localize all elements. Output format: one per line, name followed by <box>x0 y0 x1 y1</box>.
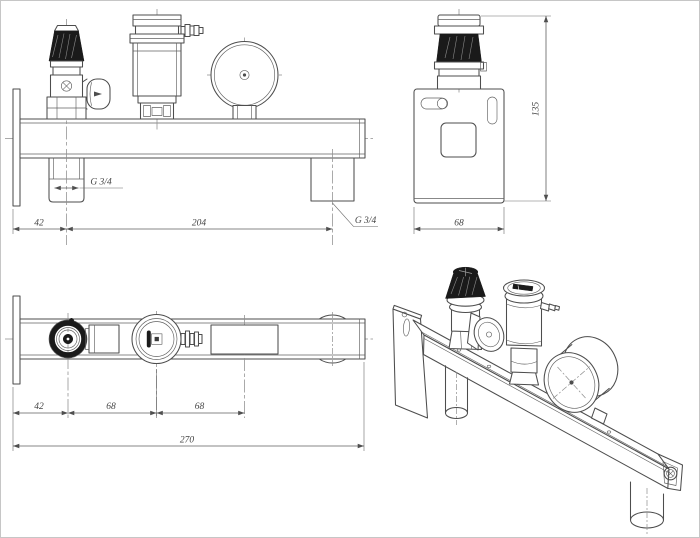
iso-air-vent <box>502 279 561 386</box>
iso-vent-nipple <box>539 301 561 312</box>
vent-logo <box>151 333 163 345</box>
iso-pressure-gauge <box>543 336 619 425</box>
gauge-stem <box>232 104 257 120</box>
vent-check-valve <box>137 95 177 120</box>
iso-wall-plate <box>392 304 429 419</box>
iso-bar-end-fitting <box>657 453 684 492</box>
vent-nipple-top <box>180 330 203 348</box>
manifold-bar <box>19 118 366 159</box>
valve-screw <box>60 80 73 92</box>
dim-offset-top-label: 42 <box>34 402 44 412</box>
side-dimensions: 68 135 <box>413 15 551 234</box>
vent-cap <box>132 14 182 27</box>
vent-nipple <box>180 23 204 38</box>
iso-outlet-pipe <box>629 481 665 534</box>
top-view: 42 68 68 270 <box>5 295 373 451</box>
valve-profile-side <box>433 9 487 95</box>
air-vent-front <box>129 9 204 131</box>
mounting-plate <box>12 88 21 207</box>
outlet-pipe-top <box>318 312 347 366</box>
dim-length-label: 204 <box>192 219 207 229</box>
dim-offset-label: 42 <box>34 219 44 229</box>
iso-valve-outlet <box>473 317 505 352</box>
outlet-pipe: G 3/4 <box>310 149 378 245</box>
valve-side-outlet <box>81 78 111 110</box>
air-vent-top <box>131 311 203 418</box>
valve-cap-knurl <box>52 33 77 60</box>
valve-nut <box>46 96 87 120</box>
dim-spacing-b-label: 68 <box>195 402 205 412</box>
iso-inlet-pipe <box>444 365 469 425</box>
dim-spacing-a-label: 68 <box>106 402 116 412</box>
pressure-gauge-top <box>210 315 279 418</box>
valve-outlet-top <box>85 324 120 354</box>
side-view: 68 135 <box>413 9 551 234</box>
outlet-thread-label: G 3/4 <box>355 216 377 226</box>
valve-knurled-cap-side <box>436 33 482 63</box>
safety-valve-top <box>48 313 120 418</box>
valve-cap-top <box>53 24 80 32</box>
oval-slot <box>487 96 498 125</box>
pressure-gauge-front <box>207 37 282 120</box>
dim-height-label: 135 <box>532 102 542 117</box>
keyhole-slot <box>420 97 449 110</box>
side-plate <box>413 88 505 204</box>
isometric-view <box>392 266 684 534</box>
front-view: G 3/4 <box>5 9 378 245</box>
front-dimensions: 42 204 <box>12 209 333 234</box>
square-opening <box>440 122 477 158</box>
plate-edge-top <box>12 295 21 385</box>
iso-gauge-stem <box>590 407 608 425</box>
vent-body <box>132 42 182 97</box>
iso-bar <box>412 319 684 492</box>
safety-valve-front <box>46 19 111 147</box>
inlet-pipe: G 3/4 <box>48 149 123 245</box>
dim-depth-label: 68 <box>454 219 464 229</box>
flow-arrow <box>94 91 102 97</box>
valve-cap-ring <box>49 320 87 358</box>
iso-safety-valve <box>445 266 505 352</box>
inlet-thread-label: G 3/4 <box>90 178 112 188</box>
iso-plate-slot <box>403 318 410 337</box>
valve-knurled-cap <box>48 30 85 62</box>
top-dimensions: 42 68 68 270 <box>12 362 365 451</box>
dim-total-length-label: 270 <box>180 436 195 446</box>
vent-brand-mark <box>146 330 151 348</box>
